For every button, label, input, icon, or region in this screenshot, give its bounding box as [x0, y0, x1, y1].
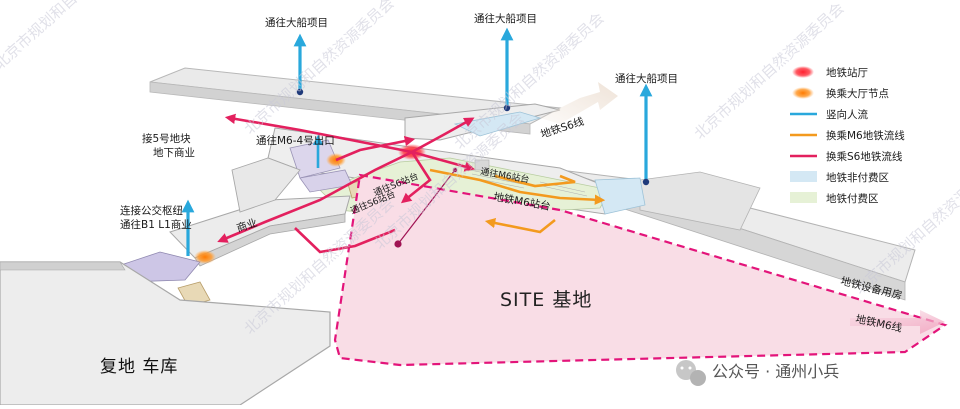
legend-item-2: 竖向人流	[790, 108, 868, 121]
transfer-node-b	[194, 250, 216, 264]
m6-flow-lower	[484, 217, 556, 234]
legend: 地铁站厅换乘大厅节点竖向人流换乘M6地铁流线换乘S6地铁流线地铁非付费区地铁付费…	[790, 66, 905, 205]
s6-site-leader	[397, 169, 456, 245]
legend-swatch-0	[792, 66, 814, 78]
bus-hub-arm	[231, 157, 301, 213]
label-plot5-line1: 接5号地块	[142, 132, 191, 145]
legend-item-4: 换乘S6地铁流线	[790, 150, 903, 163]
legend-item-6: 地铁付费区	[790, 192, 879, 205]
brand-badge: 公众号 · 通州小兵	[676, 360, 839, 386]
legend-label-5: 地铁非付费区	[826, 171, 889, 184]
s6-flow-down-left	[217, 150, 413, 243]
s6-flow-right	[411, 150, 476, 172]
s6-flow-exit	[335, 135, 416, 162]
legend-label-2: 竖向人流	[826, 108, 868, 121]
m6-flow-platform	[429, 168, 606, 205]
legend-label-1: 换乘大厅节点	[826, 87, 889, 100]
s6-line-arrow	[540, 82, 618, 124]
m6-flows	[429, 168, 606, 234]
brand-text: 公众号 · 通州小兵	[712, 362, 839, 381]
legend-item-0: 地铁站厅	[792, 66, 868, 79]
legend-label-0: 地铁站厅	[826, 66, 868, 79]
legend-swatch-1	[792, 87, 814, 99]
legend-label-4: 换乘S6地铁流线	[826, 150, 903, 163]
garage-top	[0, 261, 331, 406]
legend-item-5: 地铁非付费区	[790, 171, 889, 184]
vertical-node-right	[642, 178, 650, 186]
wechat-icon-bubble-b	[690, 370, 706, 386]
legend-item-3: 换乘M6地铁流线	[790, 129, 905, 142]
label-commerce: 商业	[235, 216, 259, 235]
m6-flow-loop	[494, 174, 576, 188]
label-garage: 复地 车库	[100, 357, 178, 377]
diagram-labels: 通往大船项目 通往大船项目 通往大船项目 接5号地块 地下商业 通往M6-4号出…	[100, 12, 904, 377]
right-block-top	[639, 171, 761, 231]
label-site: SITE 基地	[500, 289, 592, 311]
label-bus-line2: 通往B1 L1商业	[120, 218, 192, 231]
s6-leader-end	[452, 167, 458, 173]
legend-swatch-6	[790, 192, 817, 203]
legend-item-1: 换乘大厅节点	[792, 87, 889, 100]
label-plot5-line2: 地下商业	[153, 146, 195, 159]
legend-swatch-5	[790, 171, 817, 182]
label-exit-m6-4: 通往M6-4号出口	[256, 134, 335, 147]
legend-label-6: 地铁付费区	[826, 192, 879, 205]
s6-flow-lower-loop	[294, 227, 396, 254]
commerce-corridor-side	[194, 213, 346, 267]
m6-line-arrow	[850, 310, 945, 334]
vertical-flows	[181, 27, 653, 256]
label-ship-top-right: 通往大船项目	[474, 12, 537, 25]
watermark-1: 北京市规划和自然资源委员会	[0, 0, 148, 73]
label-bus-line1: 连接公交枢纽	[120, 204, 183, 217]
watermark-4: 北京市规划和自然资源委员会	[691, 0, 848, 143]
s6-flow-down	[400, 151, 432, 204]
label-ship-right: 通往大船项目	[615, 72, 678, 85]
vertical-node-top-right	[503, 104, 511, 112]
vertical-node-top-left	[296, 88, 304, 96]
garage-edge	[0, 261, 126, 271]
label-ship-top-left: 通往大船项目	[265, 16, 328, 29]
s6-flow-main	[224, 113, 413, 154]
legend-label-3: 换乘M6地铁流线	[826, 129, 905, 142]
s6-flow-branch-up	[411, 117, 475, 154]
s6-flows	[217, 113, 476, 254]
